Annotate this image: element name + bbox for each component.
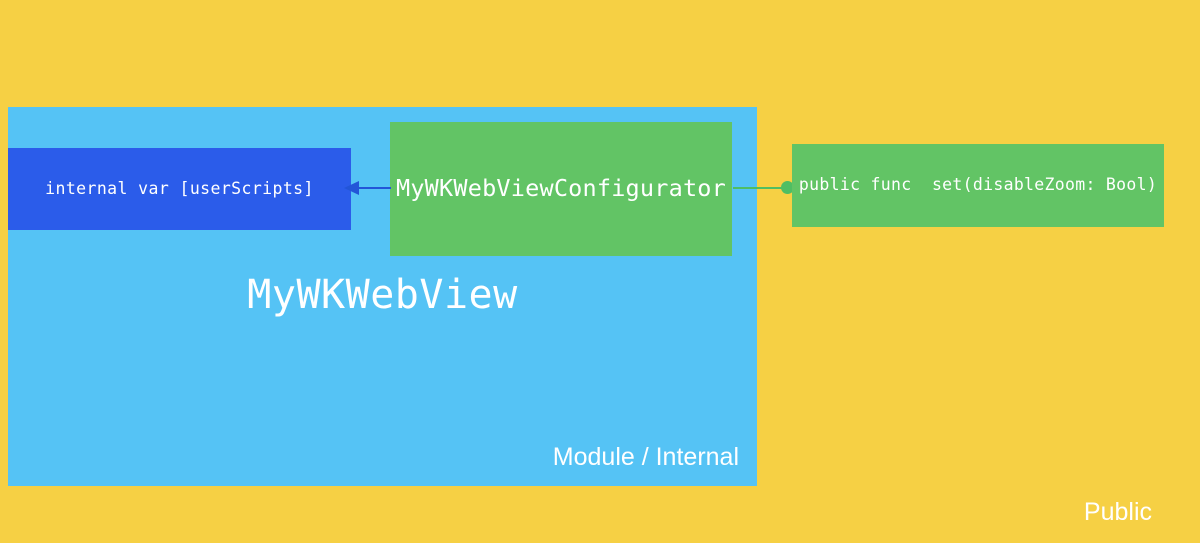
configurator-label: MyWKWebViewConfigurator	[395, 174, 726, 203]
connector-configurator-to-public-func-line	[733, 187, 786, 189]
internal-var-label: internal var [userScripts]	[45, 178, 314, 198]
module-scope-label: Module / Internal	[552, 443, 739, 471]
connector-configurator-to-internal-var-line	[358, 187, 391, 189]
public-func-node[interactable]: public func set(disableZoom: Bool)	[792, 144, 1164, 227]
arrow-head-left-icon	[344, 181, 359, 195]
internal-var-node[interactable]: internal var [userScripts]	[8, 148, 351, 230]
connector-endpoint-dot-icon	[781, 181, 794, 194]
module-title: MyWKWebView	[247, 272, 518, 318]
configurator-node[interactable]: MyWKWebViewConfigurator	[390, 122, 732, 256]
public-scope-label: Public	[1083, 498, 1152, 526]
public-func-label: public func set(disableZoom: Bool)	[798, 175, 1158, 195]
